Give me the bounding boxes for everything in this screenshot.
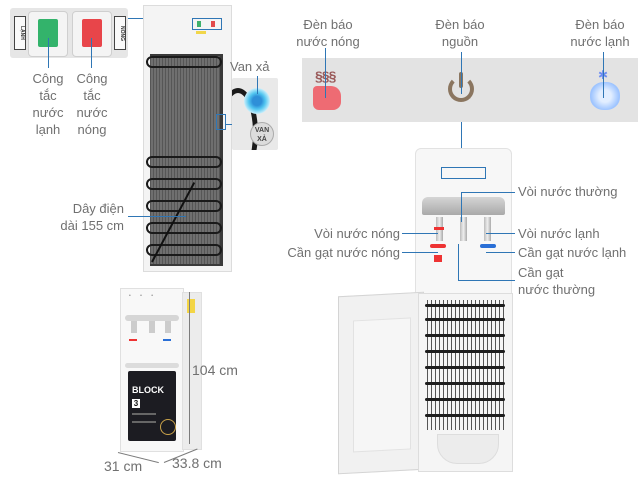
hot-indicator-label: Đèn báo nước nóng [296,17,360,49]
leader-line [402,233,438,234]
bottle-tray [437,434,499,464]
coil [146,56,222,68]
cold-tap [484,217,491,241]
leader-line [461,192,462,222]
cabinet-door[interactable] [338,291,424,475]
hot-switch-frame [72,11,112,57]
power-cord-label: Dây điện dài 155 cm [60,201,124,233]
hot-lever[interactable] [430,244,446,248]
hot-lever-label: Cần gạt nước nóng [287,245,400,260]
indicator-highlight-box [441,167,486,179]
badge-icon [160,419,176,435]
normal-tap [460,217,467,241]
switch-highlight-box [192,18,222,30]
leader-line [128,216,186,217]
drain-valve-label: Van xả [230,59,270,74]
leader-line [458,244,459,280]
coil [146,222,222,234]
hot-tag: NÓNG [114,16,126,50]
indicator-panel: §§§ ✱ [302,58,638,122]
leader-line [402,252,438,253]
dispenser-back-view [143,5,232,272]
width-label: 31 cm [104,458,143,474]
brand-text: BLOCK [132,385,164,395]
panel-number: 3 [132,399,140,408]
product-panel: BLOCK 3 [128,371,176,441]
leader-line [486,252,515,253]
normal-tap-label: Vòi nước thường [518,184,618,199]
coil [146,156,222,168]
cold-switch-label: Công tắc nước lạnh [32,71,64,137]
hot-tap-marker [434,227,444,230]
label-sticker [187,299,195,313]
cold-lever-label: Cần gạt nước lạnh [518,245,627,260]
dispenser-front-top [415,148,512,295]
leader-line [603,52,604,98]
cold-lever[interactable] [480,244,496,248]
coil [146,178,222,190]
leader-line [461,122,462,168]
leader-line [486,233,515,234]
cold-indicator-label: Đèn báo nước lạnh [570,17,630,49]
valve-highlight-box [216,114,226,130]
cold-tap-label: Vòi nước lạnh [518,226,600,241]
hose [232,88,258,150]
height-dimension-line [189,292,190,444]
hot-switch[interactable] [82,19,102,47]
leader-line [48,38,49,68]
drain-valve-badge: VAN XẢ [250,122,274,146]
height-label: 104 cm [192,362,238,378]
faucet-housing [125,315,179,321]
leader-line [458,280,515,281]
depth-label: 33.8 cm [172,455,222,471]
drip-tray [125,363,179,368]
coil [146,244,222,256]
cold-indicator-icon [590,82,620,110]
power-indicator-label: Đèn báo nguồn [435,17,485,49]
leader-line [257,76,258,94]
leader-line [461,52,462,94]
warning-sticker [196,31,206,34]
cold-tag: LẠNH [14,16,26,50]
leader-line [128,18,144,19]
switch-panel: LẠNH NÓNG [10,8,128,58]
hot-indicator-icon [313,86,341,110]
hot-switch-label: Công tắc nước nóng [76,71,108,137]
cabinet-body [418,293,513,472]
leader-line [461,192,515,193]
faucet-housing [422,197,505,215]
hot-tap-label: Vòi nước nóng [314,226,400,241]
condenser-fins [150,56,220,264]
leader-line [225,124,235,125]
power-icon [448,76,474,102]
dispenser-full-view: • • • BLOCK 3 [120,288,184,452]
child-lock-icon [434,255,442,262]
leader-line [91,38,92,68]
cold-switch[interactable] [38,19,58,47]
drain-valve-inset: VAN XẢ [232,78,278,150]
leader-line [325,48,326,98]
normal-lever-label: Cần gạt nước thường [518,265,596,297]
condenser-grid [427,300,505,430]
